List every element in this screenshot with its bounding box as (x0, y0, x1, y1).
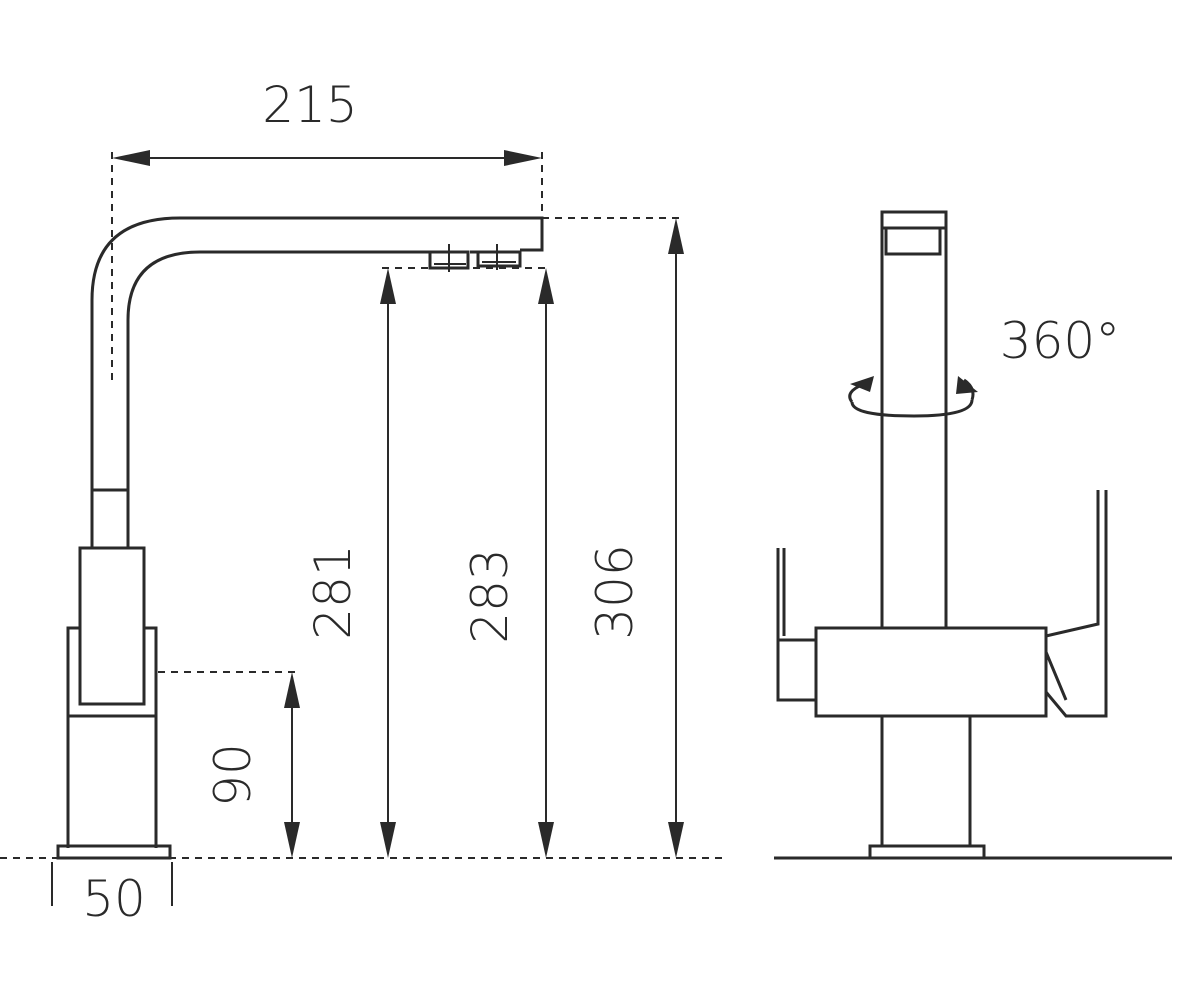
front-base-plate (868, 844, 986, 860)
base-plate (56, 844, 172, 860)
front-spout-column (880, 228, 948, 628)
front-lower-stem (880, 716, 972, 846)
aerator-right (476, 244, 522, 270)
dimension-label-215: 215 (262, 76, 357, 134)
dimension-line-90 (284, 672, 300, 858)
spout-inner-outline (126, 250, 430, 490)
dimension-label-306: 306 (586, 544, 644, 639)
rotation-label: 360° (1000, 312, 1120, 370)
dimension-label-281: 281 (304, 544, 362, 639)
spout-outer-outline (90, 216, 544, 490)
dimension-line-306 (668, 218, 684, 858)
spout-collar (90, 488, 130, 550)
upper-body (78, 546, 146, 706)
dimension-label-283: 283 (461, 548, 519, 643)
front-mixer-body (814, 626, 1048, 718)
right-lever (1044, 490, 1108, 718)
dimension-line-283 (538, 268, 554, 858)
lower-housing (66, 626, 158, 848)
spout-end-face (884, 226, 942, 256)
rotation-arrow-icon (848, 376, 978, 418)
dimension-line-281 (380, 268, 396, 858)
front-view: 360° (774, 210, 1172, 860)
dimension-label-50: 50 (82, 870, 146, 928)
side-view: 215 281 283 306 90 50 (0, 76, 726, 928)
spout-end-cap (880, 210, 948, 230)
dimension-label-90: 90 (204, 743, 262, 807)
dimension-line-215 (112, 150, 542, 166)
left-lever (776, 548, 816, 702)
